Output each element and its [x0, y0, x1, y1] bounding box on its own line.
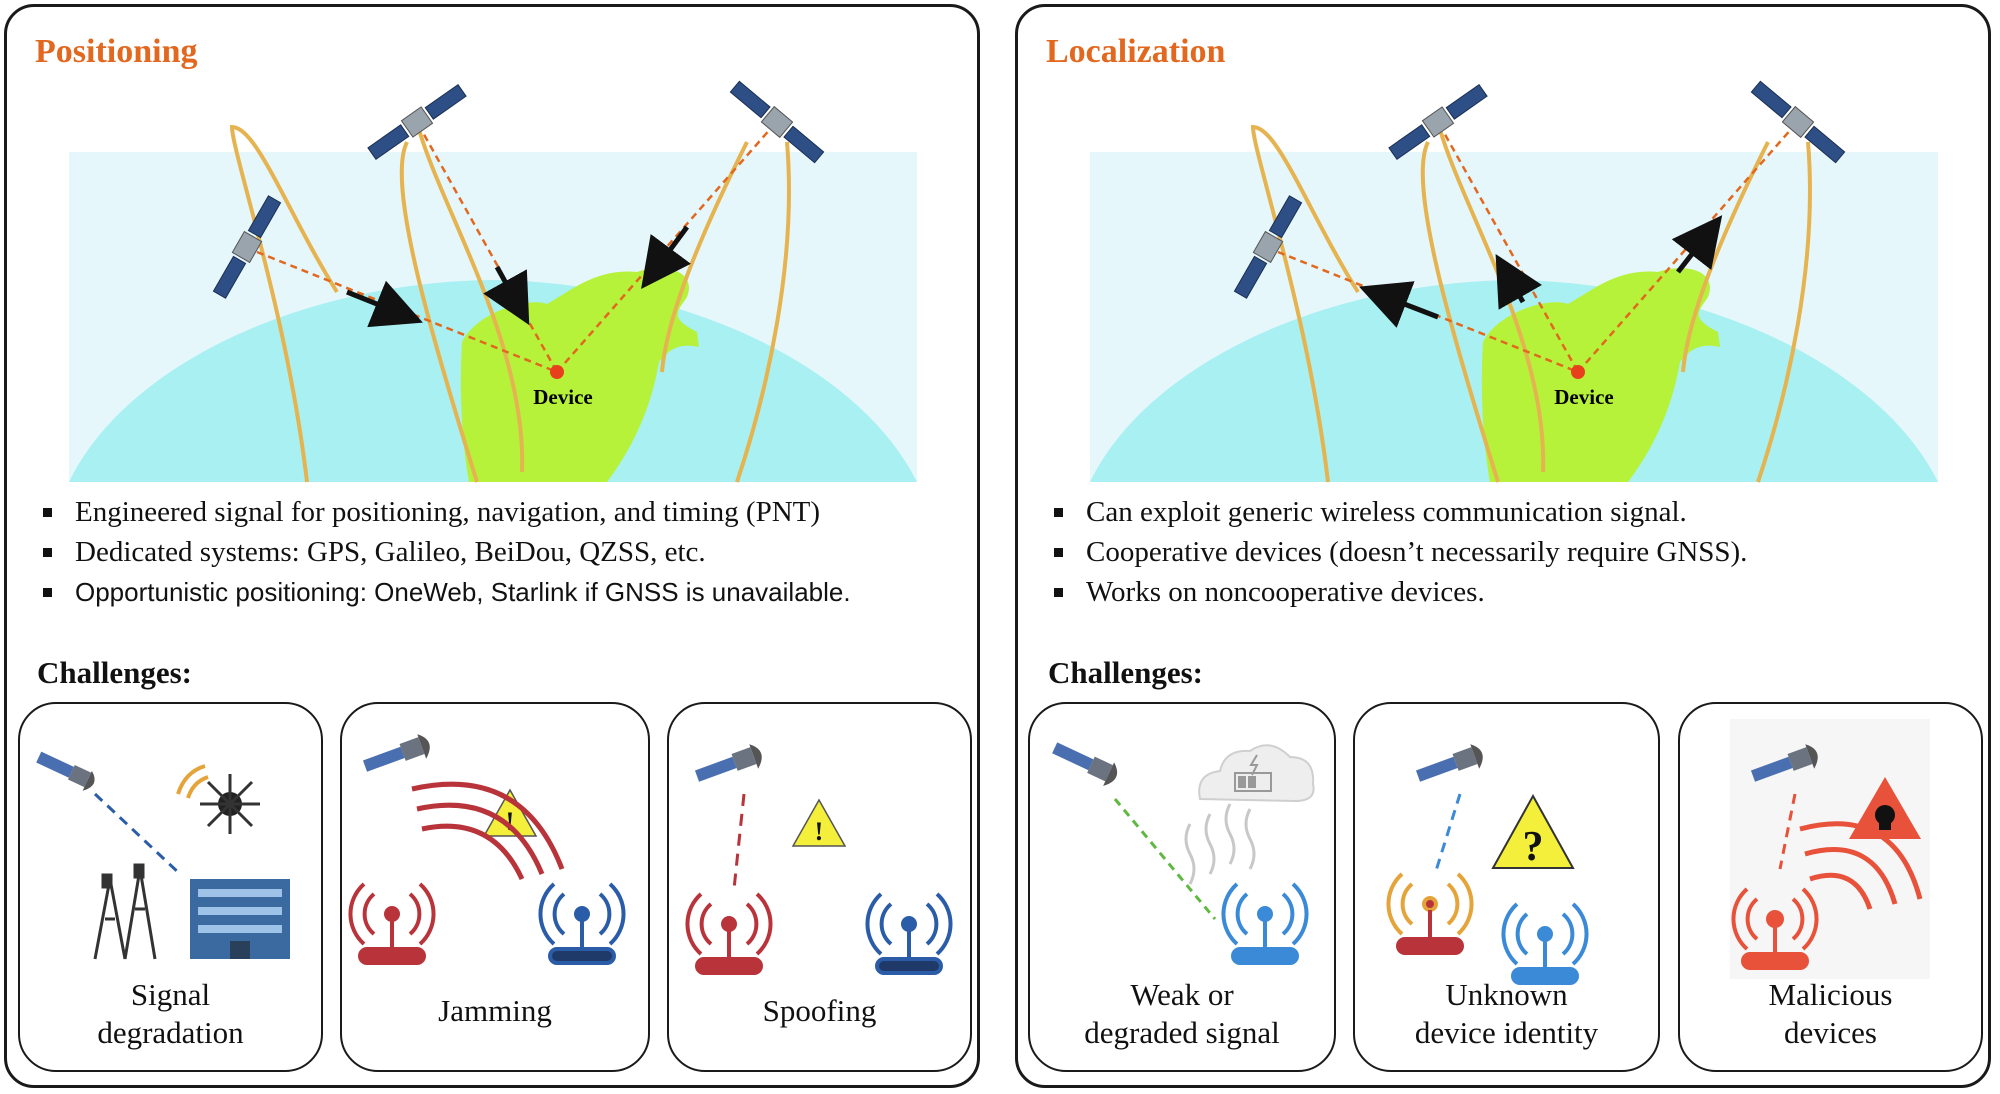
arrow — [346, 280, 423, 328]
challenge-card-malicious-devices: Malicious devices — [1678, 702, 1983, 1072]
router-icon — [538, 882, 626, 965]
router-icon — [685, 892, 773, 975]
malicious-waves — [1799, 821, 1923, 910]
panel-title: Localization — [1046, 33, 1226, 70]
orbit — [1250, 124, 1360, 483]
satellite-icon — [694, 744, 762, 782]
card-label-line: Unknown — [1445, 977, 1568, 1012]
satellite-icon — [367, 84, 467, 160]
bullet-item: Dedicated systems: GPS, Galileo, BeiDou,… — [37, 532, 851, 572]
warning-icon: ! — [482, 788, 538, 837]
card-label-line: Spoofing — [762, 993, 877, 1028]
arrow — [1671, 215, 1723, 274]
router-icon — [1386, 872, 1474, 955]
satellite-icon — [1233, 195, 1303, 299]
device-dot-icon — [550, 365, 564, 379]
challenge-card-spoofing: ! Spoofing — [667, 702, 972, 1072]
satellite-icon — [1415, 744, 1483, 782]
svg-text:!: ! — [506, 807, 515, 836]
satellite-icon — [212, 195, 282, 299]
router-icon — [865, 892, 953, 975]
card-label: Unknown device identity — [1355, 976, 1658, 1052]
satellite-icon — [362, 734, 430, 772]
card-label-line: device identity — [1414, 1015, 1599, 1050]
localization-bullets: Can exploit generic wireless communicati… — [1048, 492, 1747, 612]
localization-panel: Localization — [1015, 4, 1991, 1088]
sun-interference-icon — [176, 764, 260, 834]
positioning-scene: Device — [69, 80, 917, 483]
orbit — [735, 141, 791, 483]
orbit — [415, 121, 525, 473]
svg-text:?: ? — [1523, 824, 1544, 870]
cell-tower-icon — [93, 863, 157, 960]
device-label: Device — [1554, 385, 1613, 409]
card-label: Weak or degraded signal — [1030, 976, 1334, 1052]
card-label-line: Malicious — [1768, 977, 1893, 1012]
card-label: Signal degradation — [20, 976, 321, 1052]
satellite-icon — [1052, 742, 1118, 786]
router-icon — [348, 882, 436, 965]
bullet-item: Can exploit generic wireless communicati… — [1048, 492, 1747, 532]
bullet-item: Opportunistic positioning: OneWeb, Starl… — [37, 572, 851, 612]
router-icon — [1221, 882, 1309, 965]
positioning-bullets: Engineered signal for positioning, navig… — [37, 492, 851, 612]
satellite-icon — [1750, 80, 1846, 164]
card-label: Jamming — [342, 992, 648, 1030]
challenges-heading: Challenges: — [1048, 655, 1203, 690]
satellite-icon — [1750, 744, 1818, 782]
card-label-line: degradation — [97, 1015, 244, 1050]
arrow — [1358, 281, 1439, 328]
orbit — [1420, 141, 1500, 483]
device-dot-icon — [1571, 365, 1585, 379]
card-label: Malicious devices — [1680, 976, 1981, 1052]
card-label-line: Signal — [130, 977, 211, 1012]
challenge-card-weak-signal: Weak or degraded signal — [1028, 702, 1336, 1072]
weak-signal-waves — [1184, 803, 1256, 885]
orbit — [399, 141, 479, 483]
satellite-icon — [1388, 84, 1488, 160]
bullet-item: Works on noncooperative devices. — [1048, 572, 1747, 612]
building-icon — [190, 879, 290, 959]
arrow — [641, 225, 691, 290]
challenge-card-jamming: ! Jamming — [340, 702, 650, 1072]
orbit — [229, 124, 339, 483]
bullet-item: Cooperative devices (doesn’t necessarily… — [1048, 532, 1747, 572]
challenge-card-unknown-identity: ? Unknown device identity — [1353, 702, 1660, 1072]
jamming-waves — [411, 781, 565, 881]
skull-danger-icon — [1849, 777, 1921, 839]
bullet-item: Engineered signal for positioning, navig… — [37, 492, 851, 532]
router-icon — [1501, 902, 1589, 985]
panel-title: Positioning — [35, 33, 198, 70]
card-label-line: Jamming — [438, 993, 552, 1028]
orbit — [1756, 141, 1812, 483]
card-label-line: Weak or — [1130, 977, 1234, 1012]
arrow — [483, 265, 530, 326]
positioning-panel: Positioning — [4, 4, 980, 1088]
svg-text:!: ! — [815, 817, 824, 846]
router-icon — [1731, 887, 1819, 970]
card-label-line: devices — [1784, 1015, 1877, 1050]
satellite-icon — [729, 80, 825, 164]
question-warning-icon: ? — [1491, 793, 1575, 870]
localization-scene: Device — [1090, 80, 1938, 483]
challenge-card-signal-degradation: Signal degradation — [18, 702, 323, 1072]
card-label-line: degraded signal — [1084, 1015, 1280, 1050]
cloud-battery-icon — [1198, 744, 1315, 803]
arrow — [1495, 253, 1543, 310]
device-label: Device — [533, 385, 592, 409]
warning-icon: ! — [791, 798, 847, 847]
challenges-heading: Challenges: — [37, 655, 192, 690]
card-label: Spoofing — [669, 992, 970, 1030]
satellite-icon — [36, 751, 95, 791]
